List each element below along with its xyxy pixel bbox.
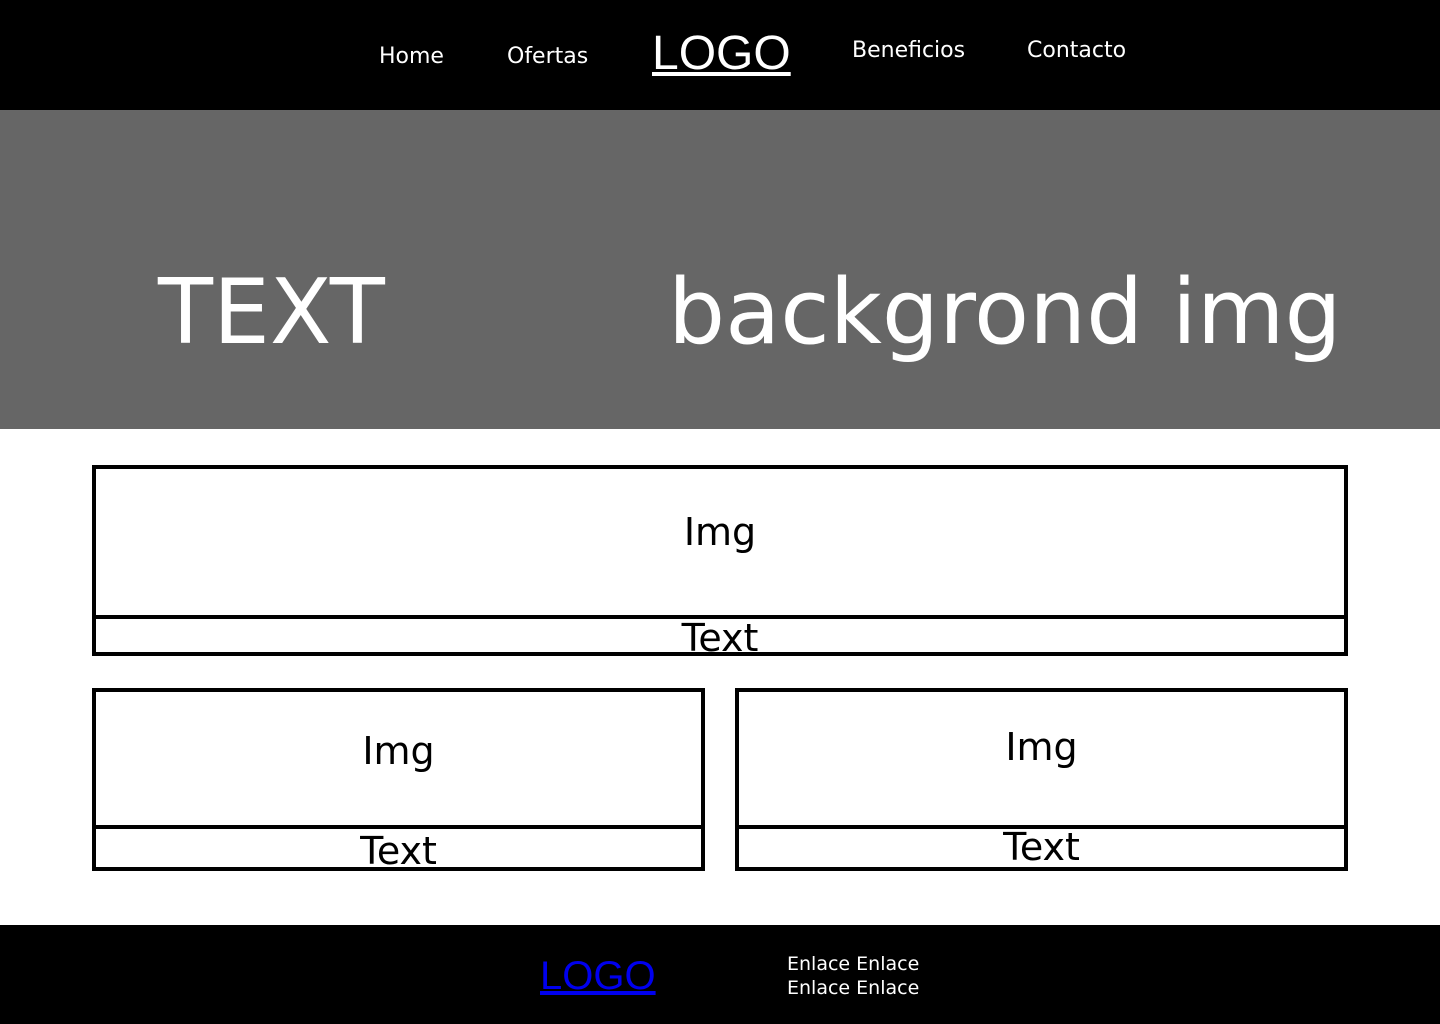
- nav-link-home[interactable]: Home: [379, 44, 444, 69]
- card-text: Text: [681, 616, 759, 660]
- footer-link[interactable]: Enlace: [787, 977, 851, 999]
- nav-link-contacto[interactable]: Contacto: [1027, 38, 1127, 63]
- footer-links: Enlace Enlace Enlace Enlace: [787, 952, 967, 1000]
- card-image-label: Img: [683, 510, 757, 554]
- card-image-label: Img: [362, 729, 435, 773]
- card-text: Text: [1003, 825, 1080, 869]
- card-image-placeholder: Img: [739, 692, 1344, 829]
- top-nav-bar: Home Ofertas LOGO Beneficios Contacto: [0, 0, 1440, 110]
- footer-link[interactable]: Enlace: [856, 953, 920, 975]
- content-card-left[interactable]: Img Text: [92, 688, 705, 871]
- nav-link-beneficios[interactable]: Beneficios: [852, 38, 966, 63]
- card-text: Text: [360, 829, 437, 873]
- content-card-wide[interactable]: Img Text: [92, 465, 1348, 660]
- footer: LOGO Enlace Enlace Enlace Enlace: [0, 925, 1440, 1024]
- card-image-placeholder: Img: [96, 469, 1344, 619]
- hero-background-image-placeholder: backgrond img: [668, 260, 1342, 365]
- card-image-label: Img: [1005, 725, 1078, 769]
- content-card-right[interactable]: Img Text: [735, 688, 1348, 871]
- hero-text: TEXT: [158, 260, 385, 365]
- hero-banner: TEXT backgrond img: [0, 110, 1440, 429]
- footer-link[interactable]: Enlace: [787, 953, 851, 975]
- nav-link-ofertas[interactable]: Ofertas: [507, 44, 589, 69]
- card-image-placeholder: Img: [96, 692, 701, 829]
- footer-logo[interactable]: LOGO: [540, 954, 656, 998]
- footer-link[interactable]: Enlace: [856, 977, 920, 999]
- header-logo[interactable]: LOGO: [652, 27, 791, 80]
